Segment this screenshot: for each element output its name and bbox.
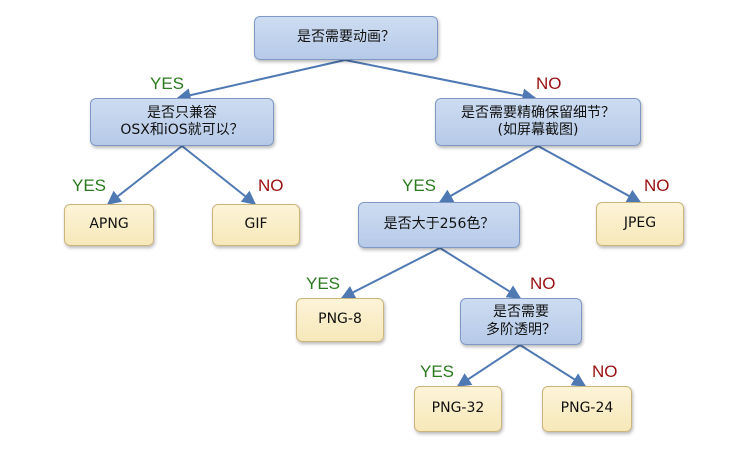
edge-detail-no xyxy=(537,145,642,203)
node-apng-text: APNG xyxy=(89,216,129,233)
label-no-256: NO xyxy=(530,274,556,293)
label-yes-detail: YES xyxy=(402,176,437,195)
edge-alpha-yes xyxy=(456,344,521,387)
node-png8: PNG-8 xyxy=(296,298,384,342)
label-yes-256: YES xyxy=(306,274,341,293)
node-gif: GIF xyxy=(212,204,300,246)
node-png24-text: PNG-24 xyxy=(560,400,614,417)
edge-detail-yes xyxy=(438,145,539,203)
node-need-animation-text: 是否需要动画？ xyxy=(297,29,395,46)
node-gif-text: GIF xyxy=(244,216,268,233)
node-over-256-colors: 是否大于256色？ xyxy=(358,202,520,248)
edge-256-no xyxy=(439,247,522,299)
edge-osx-no xyxy=(181,145,257,205)
node-need-detail: 是否需要精确保留细节？ (如屏幕截图) xyxy=(435,98,641,146)
label-no-animation: NO xyxy=(536,74,562,93)
edge-animation-no xyxy=(344,59,537,103)
node-apng: APNG xyxy=(64,204,154,246)
label-no-alpha: NO xyxy=(592,362,618,381)
node-png24: PNG-24 xyxy=(542,386,632,432)
node-osx-ios-only: 是否只兼容 OSX和iOS就可以？ xyxy=(90,98,274,146)
label-yes-animation: YES xyxy=(150,74,185,93)
node-png32-text: PNG-32 xyxy=(431,400,485,417)
node-osx-ios-only-text: 是否只兼容 OSX和iOS就可以？ xyxy=(120,104,244,139)
label-no-detail: NO xyxy=(644,176,670,195)
edge-animation-yes xyxy=(176,59,346,103)
node-jpeg: JPEG xyxy=(596,202,684,246)
node-need-animation: 是否需要动画？ xyxy=(254,16,438,60)
node-png8-text: PNG-8 xyxy=(318,311,362,328)
edge-alpha-no xyxy=(519,344,587,387)
edge-256-yes xyxy=(340,247,441,299)
node-need-detail-text: 是否需要精确保留细节？ (如屏幕截图) xyxy=(461,104,615,139)
label-no-osx: NO xyxy=(258,176,284,195)
node-need-alpha-text: 是否需要 多阶透明？ xyxy=(486,304,556,338)
node-png32: PNG-32 xyxy=(414,386,502,432)
node-over-256-colors-text: 是否大于256色？ xyxy=(383,216,495,233)
node-need-alpha: 是否需要 多阶透明？ xyxy=(460,298,582,345)
label-yes-alpha: YES xyxy=(420,362,455,381)
node-jpeg-text: JPEG xyxy=(623,215,657,232)
label-yes-osx: YES xyxy=(72,176,107,195)
edge-osx-yes xyxy=(106,145,183,205)
